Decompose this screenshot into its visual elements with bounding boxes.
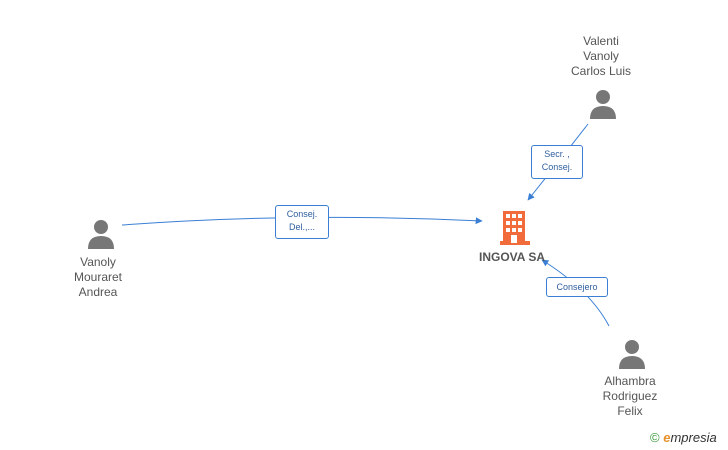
copyright-symbol: © [650, 430, 660, 445]
empresia-logo: © empresia [650, 430, 717, 445]
person-name-alhambra[interactable]: Alhambra Rodriguez Felix [570, 374, 690, 419]
name-line: Andrea [78, 285, 118, 299]
name-line: Mouraret [73, 270, 123, 284]
person-icon[interactable] [86, 219, 118, 249]
person-name-vanoly[interactable]: Vanoly Mouraret Andrea [38, 255, 158, 300]
name-line: Rodriguez [602, 389, 658, 403]
relation-label-alhambra[interactable]: Consejero [546, 277, 608, 297]
relation-line: Consejero [556, 282, 598, 292]
name-line: Carlos Luis [570, 64, 632, 78]
brand-e-letter: e [663, 430, 671, 445]
relation-label-vanoly[interactable]: Consej. Del.,... [275, 205, 329, 239]
company-name[interactable]: INGOVA SA [478, 250, 545, 264]
person-name-valenti[interactable]: Valenti Vanoly Carlos Luis [541, 34, 661, 79]
relation-line: Secr. , [544, 149, 570, 159]
relation-line: Consej. [286, 209, 318, 219]
name-line: Valenti [583, 34, 619, 48]
company-building-icon[interactable] [500, 211, 530, 250]
relation-line: Consej. [541, 162, 573, 172]
name-line: Alhambra [604, 374, 656, 388]
relation-line: Del.,... [288, 222, 315, 232]
person-icon[interactable] [588, 89, 620, 119]
name-line: Vanoly [583, 49, 619, 63]
relation-label-valenti[interactable]: Secr. , Consej. [531, 145, 583, 179]
name-line: Felix [617, 404, 643, 418]
person-icon[interactable] [617, 339, 649, 369]
brand-name: mpresia [670, 430, 717, 445]
name-line: Vanoly [80, 255, 116, 269]
